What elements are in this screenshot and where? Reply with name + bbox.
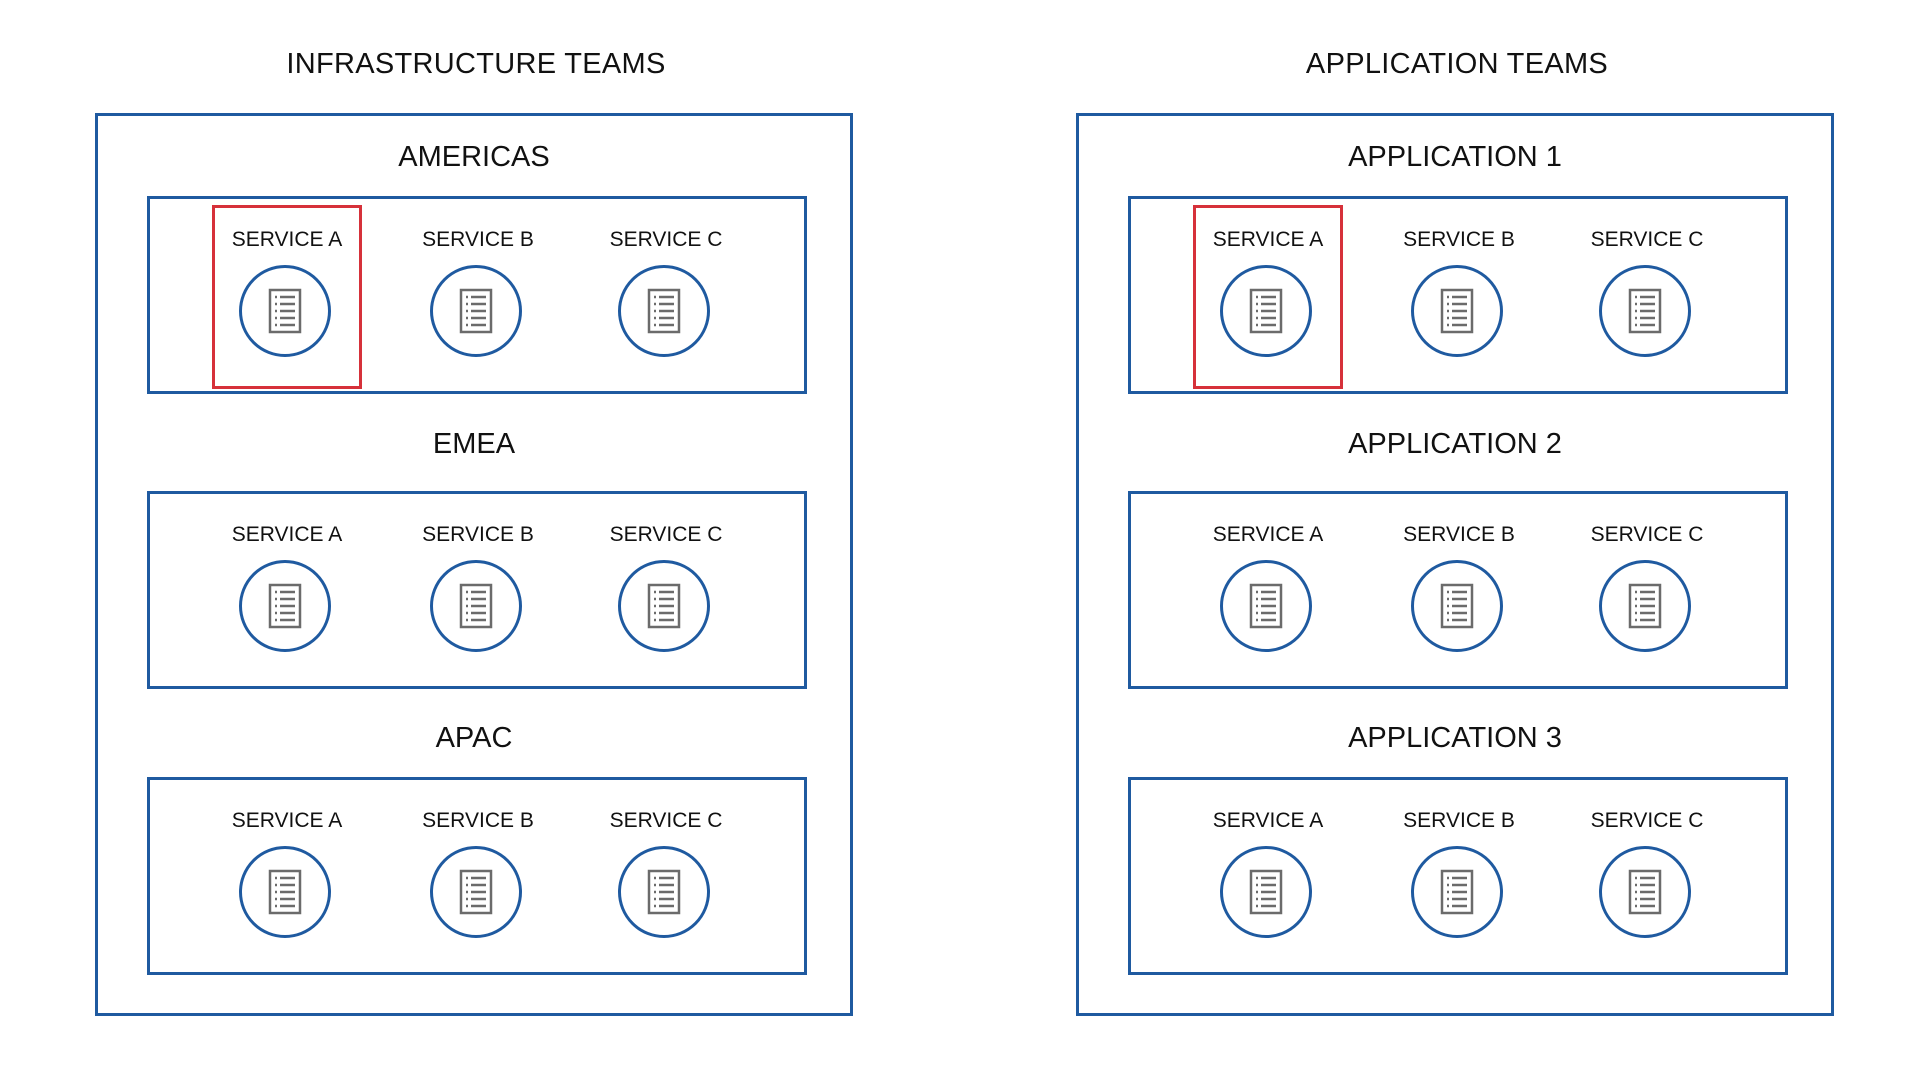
service-label: SERVICE B <box>1403 228 1515 251</box>
service-node <box>430 846 522 938</box>
service-card-c[interactable]: SERVICE C <box>591 500 741 684</box>
service-node <box>1411 846 1503 938</box>
server-icon <box>268 288 302 334</box>
service-node <box>1220 560 1312 652</box>
service-label: SERVICE C <box>609 523 723 546</box>
infrastructure-teams-title: INFRASTRUCTURE TEAMS <box>286 48 666 80</box>
service-card-b[interactable]: SERVICE B <box>1384 205 1534 389</box>
service-label: SERVICE A <box>231 228 343 251</box>
group-title-americas: AMERICAS <box>398 141 550 173</box>
server-icon <box>647 869 681 915</box>
service-node <box>239 846 331 938</box>
service-node <box>618 265 710 357</box>
server-icon <box>1249 869 1283 915</box>
server-icon <box>1440 869 1474 915</box>
service-card-c[interactable]: SERVICE C <box>1572 205 1722 389</box>
service-card-a[interactable]: SERVICE A <box>1193 786 1343 970</box>
group-application-2: SERVICE A SERVICE B SERVICE C <box>1128 491 1788 689</box>
service-label: SERVICE A <box>1212 523 1324 546</box>
service-card-a[interactable]: SERVICE A <box>212 786 362 970</box>
server-icon <box>459 288 493 334</box>
application-teams-panel: APPLICATION 1 SERVICE A SERVICE B SERVIC… <box>1076 113 1834 1016</box>
group-title-application-2: APPLICATION 2 <box>1348 428 1562 460</box>
group-title-application-1: APPLICATION 1 <box>1348 141 1562 173</box>
infrastructure-teams-panel: AMERICAS SERVICE A SERVICE B SERVICE C E… <box>95 113 853 1016</box>
service-label: SERVICE C <box>1590 228 1704 251</box>
service-node <box>239 265 331 357</box>
server-icon <box>647 288 681 334</box>
service-label: SERVICE A <box>231 809 343 832</box>
group-title-emea: EMEA <box>432 428 516 460</box>
service-node <box>430 560 522 652</box>
server-icon <box>1628 583 1662 629</box>
server-icon <box>1249 288 1283 334</box>
service-card-b[interactable]: SERVICE B <box>403 500 553 684</box>
service-node <box>618 560 710 652</box>
service-label: SERVICE B <box>422 523 534 546</box>
group-emea: SERVICE A SERVICE B SERVICE C <box>147 491 807 689</box>
service-label: SERVICE A <box>1212 228 1324 251</box>
service-card-a[interactable]: SERVICE A <box>212 500 362 684</box>
service-node <box>1599 560 1691 652</box>
server-icon <box>1628 869 1662 915</box>
service-card-a[interactable]: SERVICE A <box>212 205 362 389</box>
service-label: SERVICE C <box>609 809 723 832</box>
service-label: SERVICE C <box>1590 809 1704 832</box>
service-label: SERVICE B <box>1403 809 1515 832</box>
service-card-c[interactable]: SERVICE C <box>1572 500 1722 684</box>
group-application-1: SERVICE A SERVICE B SERVICE C <box>1128 196 1788 394</box>
service-card-a[interactable]: SERVICE A <box>1193 205 1343 389</box>
server-icon <box>1249 583 1283 629</box>
service-card-c[interactable]: SERVICE C <box>1572 786 1722 970</box>
service-label: SERVICE B <box>422 228 534 251</box>
server-icon <box>1440 583 1474 629</box>
service-node <box>1599 265 1691 357</box>
server-icon <box>268 869 302 915</box>
service-label: SERVICE A <box>1212 809 1324 832</box>
server-icon <box>459 583 493 629</box>
group-apac: SERVICE A SERVICE B SERVICE C <box>147 777 807 975</box>
service-card-c[interactable]: SERVICE C <box>591 786 741 970</box>
server-icon <box>1440 288 1474 334</box>
service-card-b[interactable]: SERVICE B <box>1384 500 1534 684</box>
service-label: SERVICE B <box>1403 523 1515 546</box>
service-label: SERVICE B <box>422 809 534 832</box>
service-label: SERVICE C <box>1590 523 1704 546</box>
service-node <box>1411 560 1503 652</box>
server-icon <box>459 869 493 915</box>
service-card-b[interactable]: SERVICE B <box>403 786 553 970</box>
service-card-c[interactable]: SERVICE C <box>591 205 741 389</box>
group-americas: SERVICE A SERVICE B SERVICE C <box>147 196 807 394</box>
service-node <box>1220 265 1312 357</box>
server-icon <box>1628 288 1662 334</box>
service-card-a[interactable]: SERVICE A <box>1193 500 1343 684</box>
group-title-application-3: APPLICATION 3 <box>1348 722 1562 754</box>
server-icon <box>268 583 302 629</box>
server-icon <box>647 583 681 629</box>
service-label: SERVICE C <box>609 228 723 251</box>
service-node <box>618 846 710 938</box>
service-node <box>1220 846 1312 938</box>
service-label: SERVICE A <box>231 523 343 546</box>
service-node <box>239 560 331 652</box>
service-node <box>1411 265 1503 357</box>
group-title-apac: APAC <box>435 722 513 754</box>
group-application-3: SERVICE A SERVICE B SERVICE C <box>1128 777 1788 975</box>
service-card-b[interactable]: SERVICE B <box>1384 786 1534 970</box>
service-node <box>1599 846 1691 938</box>
service-node <box>430 265 522 357</box>
application-teams-title: APPLICATION TEAMS <box>1305 48 1609 80</box>
service-card-b[interactable]: SERVICE B <box>403 205 553 389</box>
